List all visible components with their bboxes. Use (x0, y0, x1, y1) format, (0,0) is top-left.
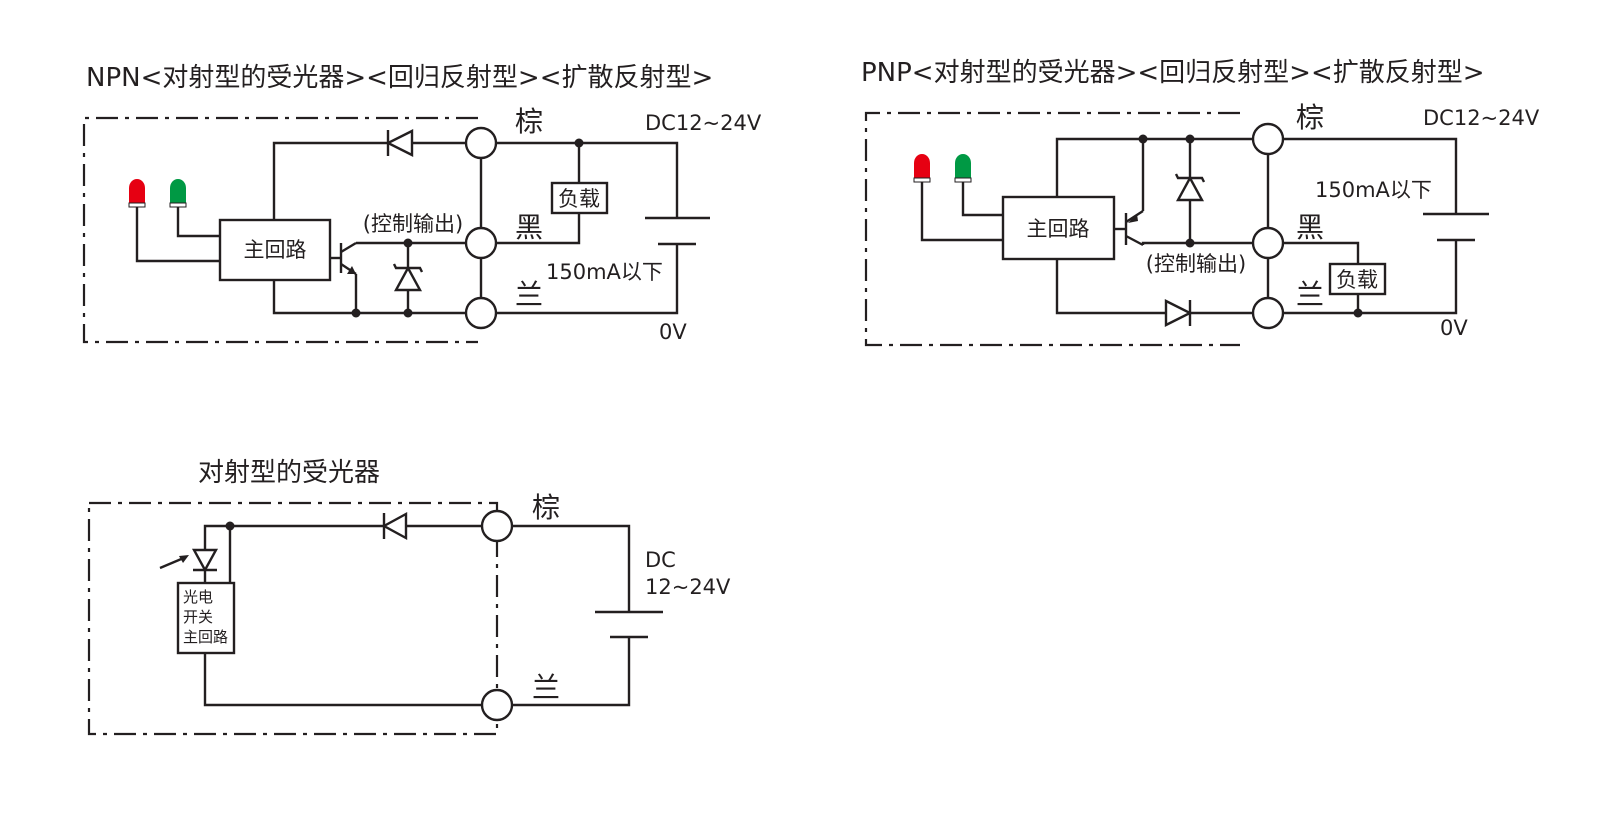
npn-zero-v-label: 0V (659, 320, 687, 344)
pnp-load-label: 负载 (1336, 268, 1378, 292)
receiver-diode-icon (381, 511, 408, 541)
pnp-zero-v-label: 0V (1440, 316, 1468, 340)
pnp-battery-icon (1423, 212, 1489, 242)
npn-transistor-icon (330, 241, 357, 275)
npn-current-label: 150mA以下 (546, 260, 663, 284)
receiver-title: 对射型的受光器 (198, 458, 380, 488)
pnp-title: PNP<对射型的受光器><回归反射型><扩散反射型> (861, 58, 1485, 88)
pnp-main-circuit-label: 主回路 (1027, 217, 1090, 241)
npn-terminal-black (464, 226, 498, 260)
receiver-blue-label: 兰 (532, 671, 560, 704)
pnp-diode-icon (1164, 299, 1193, 327)
pnp-supply-label: DC12~24V (1423, 106, 1540, 130)
red-led-icon (913, 154, 931, 183)
npn-battery-icon (645, 216, 710, 246)
receiver-supply-line1: DC (645, 548, 676, 572)
npn-control-output-label: (控制输出) (363, 212, 463, 236)
photodiode-icon (159, 548, 219, 573)
receiver-box-line3: 主回路 (183, 628, 228, 646)
receiver-box-line2: 开关 (183, 608, 213, 626)
npn-brown-label: 棕 (515, 105, 543, 138)
pnp-load-box (1328, 262, 1387, 296)
green-led-icon (169, 179, 187, 208)
npn-blue-label: 兰 (515, 278, 543, 311)
receiver-sensor-enclosure (87, 501, 499, 736)
npn-sensor-enclosure (82, 116, 478, 344)
npn-supply-label: DC12~24V (645, 111, 762, 135)
receiver-diagram: 对射型的受光器 光电 开关 主回路 棕 兰 (87, 458, 731, 736)
pnp-brown-label: 棕 (1296, 101, 1324, 134)
pnp-current-label: 150mA以下 (1315, 178, 1432, 202)
receiver-brown-label: 棕 (532, 491, 560, 524)
receiver-battery-icon (595, 610, 663, 639)
pnp-zener-diode-icon (1174, 173, 1206, 202)
receiver-terminal-blue (480, 688, 514, 722)
npn-title: NPN<对射型的受光器><回归反射型><扩散反射型> (86, 63, 713, 93)
pnp-terminal-blue (1251, 296, 1285, 330)
npn-diode-icon (385, 129, 414, 157)
pnp-blue-label: 兰 (1296, 278, 1324, 311)
pnp-black-label: 黑 (1296, 211, 1324, 244)
npn-main-circuit-label: 主回路 (244, 238, 307, 262)
npn-load-box (550, 181, 609, 215)
pnp-terminal-black (1251, 226, 1285, 260)
pnp-terminal-brown (1251, 122, 1285, 156)
pnp-transistor-icon (1114, 209, 1144, 247)
npn-terminal-blue (464, 296, 498, 330)
npn-black-label: 黑 (515, 211, 543, 244)
receiver-supply-line2: 12~24V (645, 575, 731, 599)
receiver-box-line1: 光电 (183, 588, 213, 606)
npn-terminal-brown (464, 126, 498, 160)
pnp-main-circuit-box (1001, 195, 1116, 261)
pnp-diagram: PNP<对射型的受光器><回归反射型><扩散反射型> 主回路 (861, 58, 1540, 347)
npn-diagram: NPN<对射型的受光器><回归反射型><扩散反射型> 主回路 (82, 63, 762, 344)
receiver-main-circuit-box (176, 581, 236, 655)
pnp-control-output-label: (控制输出) (1146, 252, 1246, 276)
receiver-terminal-brown (480, 509, 514, 543)
green-led-icon (954, 154, 972, 183)
pnp-sensor-enclosure (864, 111, 1240, 347)
npn-load-label: 负载 (558, 187, 600, 211)
npn-zener-diode-icon (392, 263, 424, 292)
red-led-icon (128, 179, 146, 208)
